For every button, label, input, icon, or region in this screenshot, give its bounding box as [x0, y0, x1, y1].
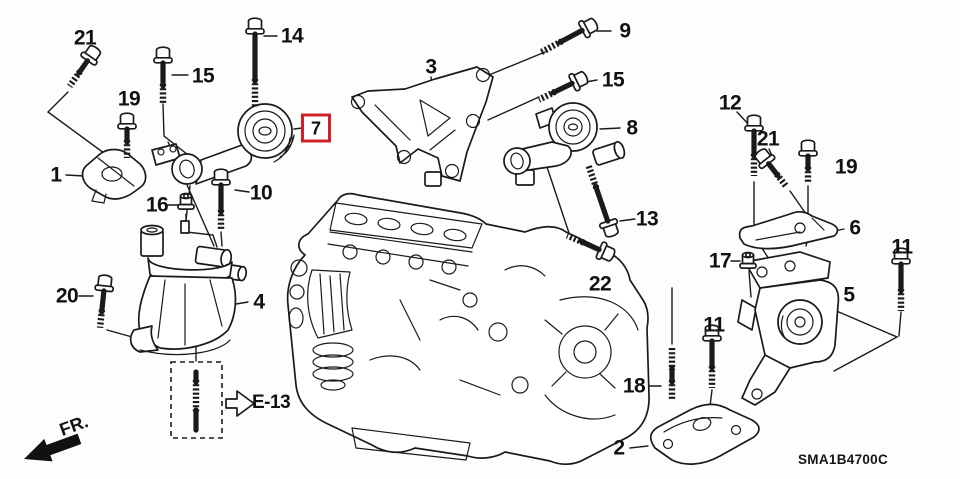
bolt-10	[211, 168, 231, 230]
part-callout-15[interactable]: 15	[191, 64, 215, 88]
bolt-21-right	[750, 144, 789, 189]
part-callout-7-selected[interactable]: 7	[300, 113, 332, 143]
part-callout-2[interactable]: 2	[613, 436, 625, 460]
part-callout-18[interactable]: 18	[622, 374, 646, 398]
nut-16	[177, 192, 195, 210]
part-callout-17[interactable]: 17	[708, 249, 732, 273]
part-callout-11[interactable]: 11	[703, 313, 725, 337]
part-callout-12[interactable]: 12	[718, 91, 742, 115]
bolt-12	[744, 114, 764, 176]
bolt-19-right	[798, 139, 818, 183]
bolt-11-left	[702, 324, 722, 388]
part-callout-1[interactable]: 1	[50, 163, 62, 187]
engine-illustration	[286, 169, 650, 465]
part-sketch-4-mount-assembly	[129, 220, 248, 356]
part-callout-19[interactable]: 19	[117, 87, 141, 111]
part-callout-4[interactable]: 4	[253, 290, 265, 314]
part-callout-15[interactable]: 15	[601, 68, 625, 92]
part-callout-20[interactable]: 20	[55, 284, 79, 308]
bolt-19-left	[117, 112, 137, 158]
part-callout-16[interactable]: 16	[145, 193, 169, 217]
part-sketch-5-mount-assembly	[737, 251, 840, 406]
part-callout-14[interactable]: 14	[280, 24, 304, 48]
bolt-15-left	[153, 46, 173, 104]
part-sketch-8-mount	[503, 102, 626, 175]
part-callout-3[interactable]: 3	[425, 55, 437, 79]
part-callout-21[interactable]: 21	[756, 127, 780, 151]
fr-arrow-icon	[24, 433, 82, 462]
bolt-21-left	[67, 41, 105, 89]
part-callout-11[interactable]: 11	[891, 235, 913, 259]
part-callout-21[interactable]: 21	[73, 26, 97, 50]
diagram-code: SMA1B4700C	[798, 452, 889, 467]
part-sketch-3-bracket	[350, 66, 494, 182]
part-sketch-7-torque-rod	[151, 103, 295, 185]
bolt-22	[565, 232, 619, 266]
part-callout-19[interactable]: 19	[834, 155, 858, 179]
part-callout-13[interactable]: 13	[635, 207, 659, 231]
e13-arrow-icon	[225, 390, 255, 417]
bolt-9	[539, 14, 602, 55]
e13-reference-label: E-13	[252, 392, 291, 413]
bolt-15-right	[537, 67, 592, 103]
part-callout-6[interactable]: 6	[849, 216, 861, 240]
part-callout-5[interactable]: 5	[843, 283, 855, 307]
e13-dashed-box	[170, 361, 223, 439]
part-callout-9[interactable]: 9	[619, 19, 631, 43]
part-sketch-2-bracket	[649, 403, 760, 465]
part-sketch-6-bracket	[738, 210, 839, 250]
part-sketch-1-bracket	[81, 148, 147, 204]
bolt-20	[94, 273, 116, 329]
part-callout-22[interactable]: 22	[588, 272, 612, 296]
fasteners	[67, 14, 911, 433]
bolt-11-right	[891, 247, 911, 311]
nut-17	[739, 251, 757, 269]
bolt-13	[585, 164, 623, 240]
part-callout-8[interactable]: 8	[626, 116, 638, 140]
bolt-14	[245, 17, 265, 107]
part-callout-10[interactable]: 10	[249, 181, 273, 205]
